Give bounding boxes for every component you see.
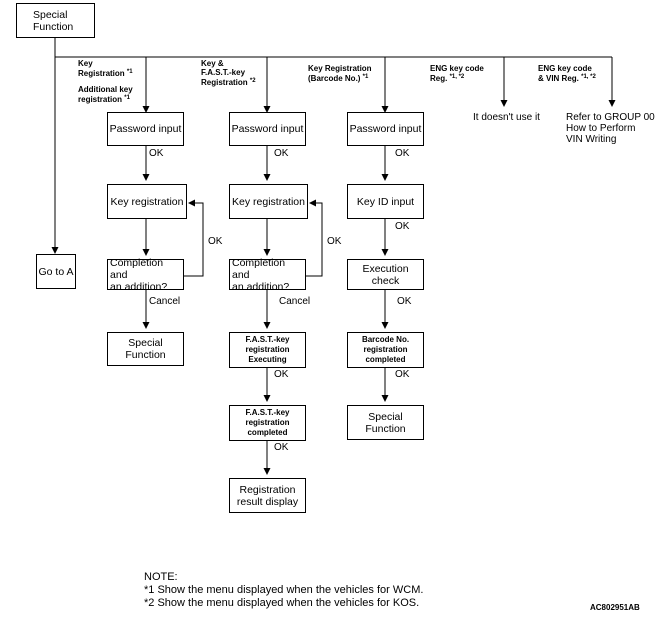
col1-password-input: Password input — [107, 112, 184, 146]
col3-execution-check: Execution check — [347, 259, 424, 290]
go-to-a-box: Go to A — [36, 254, 76, 289]
col2-fast-key-executing: F.A.S.T.-key registration Executing — [229, 332, 306, 368]
root-special-function: Special Function — [16, 3, 95, 38]
branch-additional-key-label: Additional key registration *1 — [78, 85, 133, 104]
branch-fast-key-label: Key & F.A.S.T.-key Registration *2 — [201, 59, 256, 87]
col3-password-input: Password input — [347, 112, 424, 146]
col1-special-function: Special Function — [107, 332, 184, 366]
figure-code: AC802951AB — [590, 603, 640, 612]
col1-key-registration: Key registration — [107, 184, 187, 219]
ok-label: OK — [149, 148, 164, 159]
branch-eng-key-label: ENG key code Reg. *1, *2 — [430, 64, 484, 83]
col2-key-registration: Key registration — [229, 184, 308, 219]
cancel-label: Cancel — [279, 296, 311, 307]
col2-completion-check: Completion and an addition? — [229, 257, 306, 293]
ok-label: OK — [327, 236, 342, 247]
branch-barcode-label: Key Registration (Barcode No.) *1 — [308, 64, 372, 83]
note-title: NOTE: — [144, 571, 178, 583]
ok-label: OK — [395, 369, 410, 380]
ok-label: OK — [274, 369, 289, 380]
ok-label: OK — [397, 296, 412, 307]
note-line-2: *2 Show the menu displayed when the vehi… — [144, 597, 420, 609]
col2-fast-key-completed: F.A.S.T.-key registration completed — [229, 405, 306, 441]
col2-password-input: Password input — [229, 112, 306, 146]
col1-completion-check: Completion and an addition? — [107, 257, 184, 293]
col3-barcode-completed: Barcode No. registration completed — [347, 332, 424, 368]
cancel-label: Cancel — [149, 296, 181, 307]
col3-special-function: Special Function — [347, 405, 424, 440]
branch-key-registration-label: Key Registration *1 — [78, 59, 133, 78]
ok-label: OK — [395, 148, 410, 159]
note-line-1: *1 Show the menu displayed when the vehi… — [144, 584, 424, 596]
ok-label: OK — [395, 221, 410, 232]
ok-label: OK — [274, 148, 289, 159]
ok-label: OK — [274, 442, 289, 453]
branch-eng-vin-label: ENG key code & VIN Reg. *1, *2 — [538, 64, 596, 83]
eng-key-result: It doesn't use it — [473, 112, 540, 123]
eng-vin-result: Refer to GROUP 00 How to Perform VIN Wri… — [566, 112, 655, 145]
col2-registration-result: Registration result display — [229, 478, 306, 513]
col3-key-id-input: Key ID input — [347, 184, 424, 219]
ok-label: OK — [208, 236, 223, 247]
